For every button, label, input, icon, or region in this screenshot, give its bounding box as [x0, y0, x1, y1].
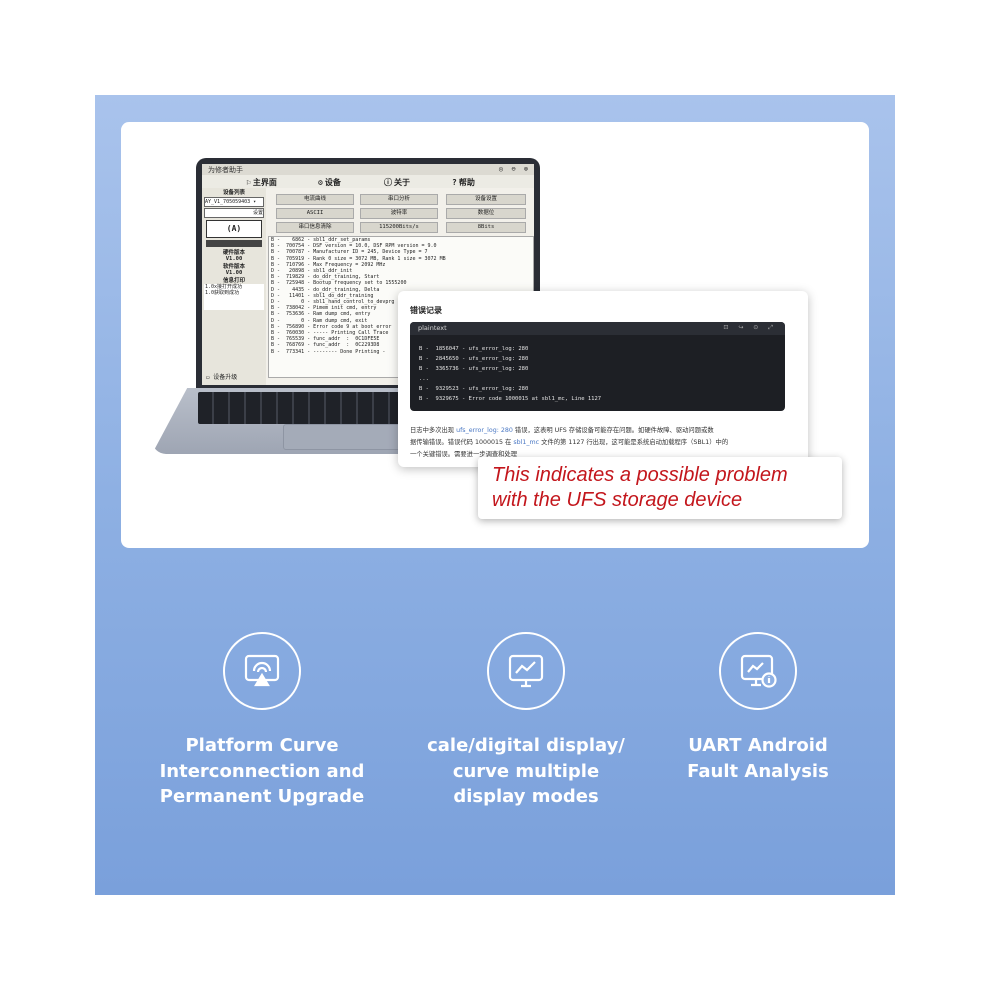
desc-line: 据传输错误。错误代码 1000015 在 sbl1_mc 文件的第 1127 行… — [410, 439, 729, 446]
log-line: B - 738042 - Pimem init cmd, entry — [271, 305, 377, 312]
code-line: ... — [419, 376, 429, 382]
code-line: B - 2845650 - ufs_error_log: 280 — [419, 356, 529, 362]
window-titlebar: 为修者助手 ◎ ⊖ ⊗ — [202, 164, 534, 175]
code-line: B - 9329675 - Error code 1000015 at sbl1… — [419, 396, 602, 402]
popup-title: 错误记录 — [410, 306, 442, 315]
flag-icon: ⚐ — [246, 178, 251, 187]
info-print-label: 信息打印 — [222, 278, 245, 284]
log-line: B - 705919 - Rank 0 size = 3072 MB, Rank… — [271, 255, 446, 262]
error-log-popup: 错误记录 plaintext ⊡ ↪ ⊙ ⤢ B - 1856047 - ufs… — [398, 291, 808, 467]
data-bits-label: 数据位 — [446, 208, 526, 219]
log-line: B - 710796 - Max Frequency = 2092 MHz — [271, 261, 386, 268]
serial-analysis-button[interactable]: 串口分析 — [360, 194, 438, 205]
log-line: D - 4435 - do_ddr_training, Delta — [271, 286, 380, 293]
log-line: B - 760030 - ----- Printing Call Trace — [271, 330, 389, 337]
popup-description: 日志中多次出现 ufs_error_log: 280 错误，这表明 UFS 存储… — [410, 425, 790, 461]
software-version: V1.00 — [225, 270, 243, 276]
log-line: B - 700754 - DSF version = 10.0, DSF RPM… — [271, 243, 437, 250]
monitor-chart-icon — [487, 632, 565, 710]
callout-box: This indicates a possible problem with th… — [478, 457, 842, 519]
device-list-label: 设备列表 — [222, 190, 245, 196]
desc-line: 一个关键错误。需要进一步调查和处理 — [410, 451, 518, 458]
code-header: plaintext ⊡ ↪ ⊙ ⤢ — [410, 322, 785, 335]
hardware-version-label: 硬件版本 — [222, 250, 245, 256]
info-line: 1.0获取到成功 — [205, 290, 240, 296]
code-toolbar-icons[interactable]: ⊡ ↪ ⊙ ⤢ — [723, 324, 777, 331]
info-icon: ⓘ — [384, 178, 392, 187]
code-line: B - 9329523 - ufs_error_log: 280 — [419, 386, 529, 392]
log-line: B - 719829 - do_ddr_training, Start — [271, 274, 380, 281]
gear-icon: ⚙ — [318, 178, 323, 187]
device-settings-button[interactable]: 设备设置 — [446, 194, 526, 205]
code-language: plaintext — [418, 324, 447, 332]
menu-main[interactable]: ⚐主界面 — [246, 178, 277, 187]
upgrade-button[interactable]: ▭ 设备升级 — [206, 374, 238, 381]
code-line: B - 1856047 - ufs_error_log: 280 — [419, 346, 529, 352]
monitor-info-icon — [719, 632, 797, 710]
baud-rate-select[interactable]: 115200Bits/s — [360, 222, 438, 233]
current-curve-button[interactable]: 电流曲线 — [276, 194, 354, 205]
hardware-version: V1.00 — [225, 256, 243, 262]
settings-button[interactable]: 设置 — [204, 208, 264, 218]
log-line: B - 756890 - Error code 9 at boot_error — [271, 323, 392, 330]
log-line: B - 700787 - Manufacturer ID = 245, Devi… — [271, 249, 428, 256]
window-controls[interactable]: ◎ ⊖ ⊗ — [498, 165, 530, 173]
log-line: D - 0 - sbl1_hand_control_to_devprg — [271, 299, 395, 306]
monitor-icon: ▭ — [206, 374, 214, 381]
log-line: B - 768769 - func_addr : 0C2293D8 — [271, 342, 380, 349]
device-box: (A) — [206, 220, 262, 238]
ascii-button[interactable]: ASCII — [276, 208, 354, 219]
data-bits-select[interactable]: 8Bits — [446, 222, 526, 233]
info-print-box: 1.0x接打开成功 1.0获取到成功 — [204, 284, 264, 310]
help-icon: ? — [452, 178, 457, 187]
screen-cast-icon — [223, 632, 301, 710]
callout-line2: with the UFS storage device — [492, 489, 743, 511]
device-select[interactable]: AY_V1_705059403 ▾ — [204, 197, 264, 207]
app-sidebar: 设备列表 AY_V1_705059403 ▾ 设置 (A) 硬件版本 V1.00… — [202, 188, 266, 385]
callout-line1: This indicates a possible problem — [492, 464, 788, 486]
log-line: D - 0 - Ram dump cmd, exit — [271, 317, 368, 324]
code-block: plaintext ⊡ ↪ ⊙ ⤢ B - 1856047 - ufs_erro… — [410, 322, 785, 411]
log-line: B - 753636 - Ram dump cmd, entry — [271, 311, 371, 318]
menu-device[interactable]: ⚙设备 — [318, 178, 341, 187]
log-line: B - 725948 - Bootup frequency set to 155… — [271, 280, 407, 287]
window-title: 为修者助手 — [208, 166, 243, 174]
desc-line: 日志中多次出现 ufs_error_log: 280 错误，这表明 UFS 存储… — [410, 427, 714, 434]
code-lines: B - 1856047 - ufs_error_log: 280 B - 2845… — [419, 344, 601, 404]
info-line: 1.0x接打开成功 — [205, 284, 243, 290]
menu-help[interactable]: ?帮助 — [452, 178, 475, 187]
log-line: B - 773341 - -------- Done Printing - — [271, 348, 386, 355]
baud-rate-label: 波特率 — [360, 208, 438, 219]
software-version-label: 软件版本 — [222, 264, 245, 270]
log-line: D - 11401 - sbl1_do_ddr_training — [271, 292, 374, 299]
log-line: D - 20898 - sbl1_ddr_init — [271, 268, 353, 275]
log-line: B - 765539 - func_addr : 0C1DFE5E — [271, 336, 380, 343]
clear-serial-button[interactable]: 串口信息清除 — [276, 222, 354, 233]
code-line: B - 3365736 - ufs_error_log: 280 — [419, 366, 529, 372]
log-line: B - 6862 - sbl1_ddr_set_params — [271, 237, 371, 243]
device-ports — [206, 240, 262, 247]
